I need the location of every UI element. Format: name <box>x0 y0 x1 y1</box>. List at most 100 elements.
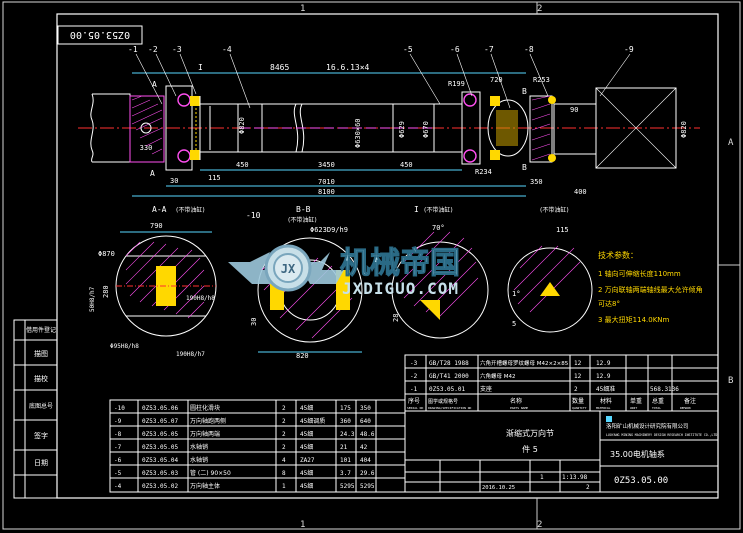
svg-text:30: 30 <box>250 318 258 326</box>
bom-left-cell: 640 <box>360 418 371 425</box>
svg-text:28: 28 <box>392 314 400 322</box>
main-view: 330 <box>78 63 700 197</box>
bom-left-cell: 48.6 <box>360 431 375 438</box>
svg-text:GB/T28 1988: GB/T28 1988 <box>429 360 469 367</box>
bom-left-cell: 万向轴两端 <box>190 430 220 438</box>
bom-left-cell: 45细 <box>300 430 313 438</box>
svg-text:(不带油缸): (不带油缸) <box>540 206 569 214</box>
bom-left-cell: 42 <box>360 444 368 451</box>
svg-text:30: 30 <box>170 177 178 185</box>
title-product: 35.00电机轴系 <box>610 449 665 459</box>
svg-text:5: 5 <box>512 320 516 328</box>
svg-text:50H8/h7: 50H8/h7 <box>89 286 96 312</box>
svg-text:-2: -2 <box>148 45 158 54</box>
svg-text:7010: 7010 <box>318 178 335 186</box>
grid-num-2-bottom: 2 <box>537 520 542 530</box>
bom-left-cell: -8 <box>114 431 122 438</box>
svg-text:(不带油缸): (不带油缸) <box>288 216 317 224</box>
watermark-en: JXDIGUO.COM <box>342 279 459 298</box>
title-assembly: 件 5 <box>522 444 538 454</box>
svg-text:A-A: A-A <box>152 205 167 214</box>
svg-text:90: 90 <box>570 106 578 114</box>
svg-text:Φ820: Φ820 <box>680 121 688 138</box>
svg-text:I: I <box>414 205 419 214</box>
svg-text:GB/T41 2000: GB/T41 2000 <box>429 373 469 380</box>
svg-text:12.9: 12.9 <box>596 373 611 380</box>
svg-text:六角螺母 M42: 六角螺母 M42 <box>480 372 516 380</box>
drawing-number-box <box>57 25 143 45</box>
svg-text:A: A <box>150 169 155 178</box>
svg-text:-7: -7 <box>484 45 494 54</box>
svg-text:-9: -9 <box>624 45 634 54</box>
tech-line-2b: 可达8° <box>598 299 620 308</box>
bom-left-cell: -7 <box>114 444 122 451</box>
watermark-logo: JX 机械帝国 JXDIGUO.COM <box>228 244 461 298</box>
svg-text:I: I <box>198 63 203 72</box>
grid-num-2-top: 2 <box>537 4 542 14</box>
bom-left-cell: 0Z53.05.04 <box>142 457 179 464</box>
svg-text:790: 790 <box>150 222 163 230</box>
bom-left-cell: 0Z53.05.03 <box>142 470 179 477</box>
svg-text:450: 450 <box>236 161 249 169</box>
bom-left-cell: 360 <box>340 418 351 425</box>
bom-right: -3 GB/T28 1988 六角开槽螺母罗纹螺母 M42×2×85 12 12… <box>404 354 719 412</box>
svg-text:DRAWING/SPECIFICATION NO: DRAWING/SPECIFICATION NO <box>428 406 472 410</box>
bom-left-cell: 101 <box>340 457 351 464</box>
svg-text:280: 280 <box>102 285 110 298</box>
svg-text:A: A <box>152 80 157 89</box>
svg-text:Φ820: Φ820 <box>238 117 246 134</box>
svg-text:70°: 70° <box>432 224 445 232</box>
bom-left-cell: ZA27 <box>300 457 315 464</box>
svg-text:B: B <box>522 163 527 172</box>
title-company-en: LUOYANG MINING MACHINERY DESIGN RESEARCH… <box>606 433 717 437</box>
svg-text:名称: 名称 <box>510 397 522 405</box>
svg-text:六角开槽螺母罗纹螺母 M42×2×85: 六角开槽螺母罗纹螺母 M42×2×85 <box>480 359 569 367</box>
tech-title: 技术参数： <box>598 250 638 260</box>
svg-text:材料: 材料 <box>600 397 612 405</box>
bom-left-cell: 水轴销 <box>190 456 208 464</box>
svg-text:R199: R199 <box>448 80 465 88</box>
svg-text:B-B: B-B <box>296 205 311 214</box>
bom-left-cell: 3.7 <box>340 470 351 477</box>
bom-left-cell: 1 <box>282 483 286 490</box>
bom-left-cell: 24.3 <box>340 431 355 438</box>
svg-text:16.6.13×4: 16.6.13×4 <box>326 63 370 72</box>
tech-line-2: 2 万向联轴两端轴线最大允许倾角 <box>598 285 703 294</box>
svg-text:-2: -2 <box>410 373 418 380</box>
svg-text:Φ670: Φ670 <box>422 121 430 138</box>
svg-text:(不带油缸): (不带油缸) <box>176 206 205 214</box>
svg-text:序号: 序号 <box>408 397 420 405</box>
watermark-cn: 机械帝国 <box>340 246 460 281</box>
svg-text:Φ629: Φ629 <box>398 121 406 138</box>
bom-left-cell: 0Z53.05.07 <box>142 418 179 425</box>
title-sheet: 2 <box>586 484 590 491</box>
svg-text:B: B <box>522 87 527 96</box>
svg-text:QUANTITY: QUANTITY <box>572 406 587 410</box>
bom-left-cell: 45细调质 <box>300 417 325 425</box>
bom-left-cell: 45细 <box>300 469 313 477</box>
tech-line-3: 3 最大扭矩114.0KNm <box>598 315 670 324</box>
tech-parameters: 技术参数： 1 轴向可伸缩长度110mm 2 万向联轴两端轴线最大允许倾角 可达… <box>598 250 703 324</box>
bom-left-cell: 175 <box>340 405 351 412</box>
svg-text:Φ870: Φ870 <box>98 250 115 258</box>
svg-text:支座: 支座 <box>480 385 492 393</box>
title-scale: 1:13.98 <box>562 474 588 481</box>
sidebar-label-3: 描校 <box>34 374 48 383</box>
svg-text:MATERIAL: MATERIAL <box>596 406 611 410</box>
svg-text:8465: 8465 <box>270 63 289 72</box>
svg-text:PARTS NAME: PARTS NAME <box>510 406 528 410</box>
svg-text:SERIAL NO: SERIAL NO <box>407 406 423 410</box>
svg-text:12: 12 <box>574 373 582 380</box>
bom-left-cell: 2 <box>282 444 286 451</box>
title-mark: 1 <box>540 474 544 481</box>
svg-text:400: 400 <box>574 188 587 196</box>
svg-text:8100: 8100 <box>318 188 335 196</box>
title-date: 2016.10.25 <box>482 485 515 491</box>
svg-text:-1: -1 <box>410 386 418 393</box>
svg-text:2: 2 <box>574 386 578 393</box>
bom-left-cell: 8 <box>282 470 286 477</box>
svg-text:Φ95H8/h8: Φ95H8/h8 <box>110 343 139 350</box>
bom-left-cell: 2 <box>282 431 286 438</box>
